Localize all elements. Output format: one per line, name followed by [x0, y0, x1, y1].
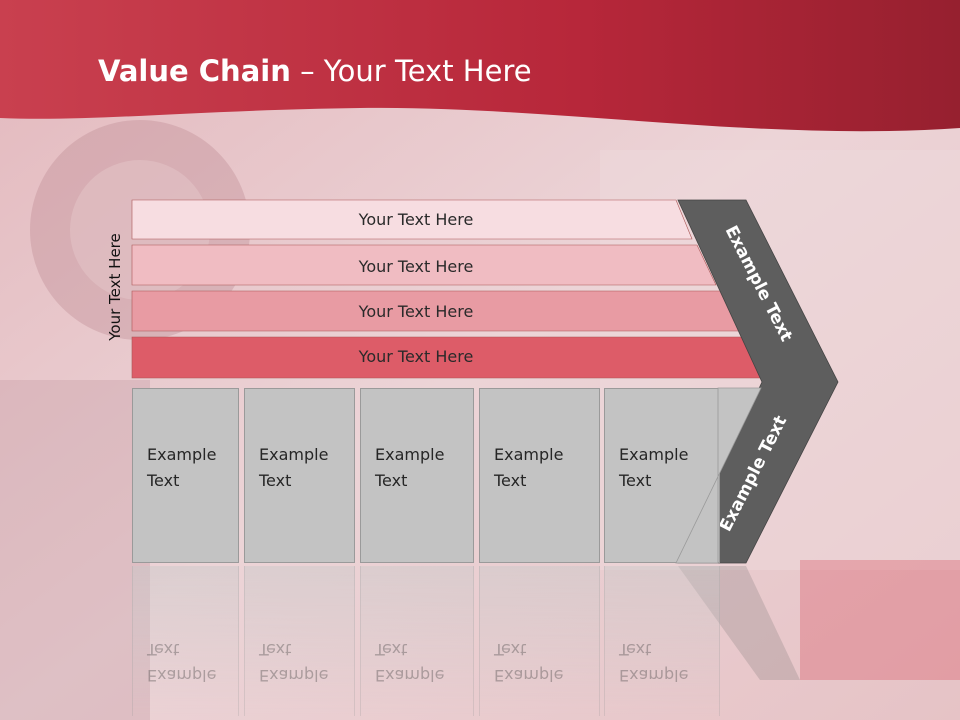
activity-box-4-text: Example Text [494, 442, 563, 494]
activity-box-1-line2: Text [147, 471, 180, 490]
reflection-5-line1: Example [619, 666, 689, 685]
row-label-3: Your Text Here [358, 302, 474, 321]
activity-box-4[interactable]: Example Text [479, 388, 600, 563]
row-label-4: Your Text Here [358, 347, 474, 366]
reflection-4-text: Example Text [494, 636, 563, 688]
row-label-1: Your Text Here [358, 210, 474, 229]
row-bar-1[interactable] [131, 199, 693, 240]
activity-box-2[interactable]: Example Text [244, 388, 355, 563]
row-bar-2[interactable] [131, 244, 717, 286]
activity-box-1-text: Example Text [147, 442, 216, 494]
activity-box-2-reflection: Example Text [244, 566, 355, 716]
activity-box-4-reflection: Example Text [479, 566, 600, 716]
activity-box-5[interactable]: Example Text [604, 388, 720, 563]
reflection-5-line2: Text [619, 640, 652, 659]
activity-box-3-reflection: Example Text [360, 566, 474, 716]
reflection-1-line1: Example [147, 666, 217, 685]
activity-box-4-line1: Example [494, 445, 564, 464]
activity-box-2-text: Example Text [259, 442, 328, 494]
activity-box-1-line1: Example [147, 445, 217, 464]
activity-box-5-reflection: Example Text [604, 566, 720, 716]
reflection-2-line2: Text [259, 640, 292, 659]
activity-box-1[interactable]: Example Text [132, 388, 239, 563]
reflection-5-text: Example Text [619, 636, 688, 688]
activity-box-3-line2: Text [375, 471, 408, 490]
activity-box-3[interactable]: Example Text [360, 388, 474, 563]
reflection-4-line2: Text [494, 640, 527, 659]
activity-box-5-text: Example Text [619, 442, 688, 494]
page-title: Value Chain – Your Text Here [98, 54, 532, 88]
reflection-3-line1: Example [375, 666, 445, 685]
reflection-2-text: Example Text [259, 636, 328, 688]
activity-box-5-line1: Example [619, 445, 689, 464]
activity-box-3-text: Example Text [375, 442, 444, 494]
activity-box-3-line1: Example [375, 445, 445, 464]
reflection-3-text: Example Text [375, 636, 444, 688]
reflection-1-text: Example Text [147, 636, 216, 688]
reflection-1-line2: Text [147, 640, 180, 659]
row-label-2: Your Text Here [358, 257, 474, 276]
reflection-2-line1: Example [259, 666, 329, 685]
reflection-3-line2: Text [375, 640, 408, 659]
reflection-4-line1: Example [494, 666, 564, 685]
header-band [0, 0, 960, 132]
page-title-bold: Value Chain [98, 54, 291, 88]
activity-box-5-line2: Text [619, 471, 652, 490]
activity-box-2-line1: Example [259, 445, 329, 464]
activity-box-4-line2: Text [494, 471, 527, 490]
activity-box-1-reflection: Example Text [132, 566, 239, 716]
activity-box-2-line2: Text [259, 471, 292, 490]
chevron-reflection [678, 566, 800, 680]
page-title-rest: – Your Text Here [290, 54, 532, 88]
